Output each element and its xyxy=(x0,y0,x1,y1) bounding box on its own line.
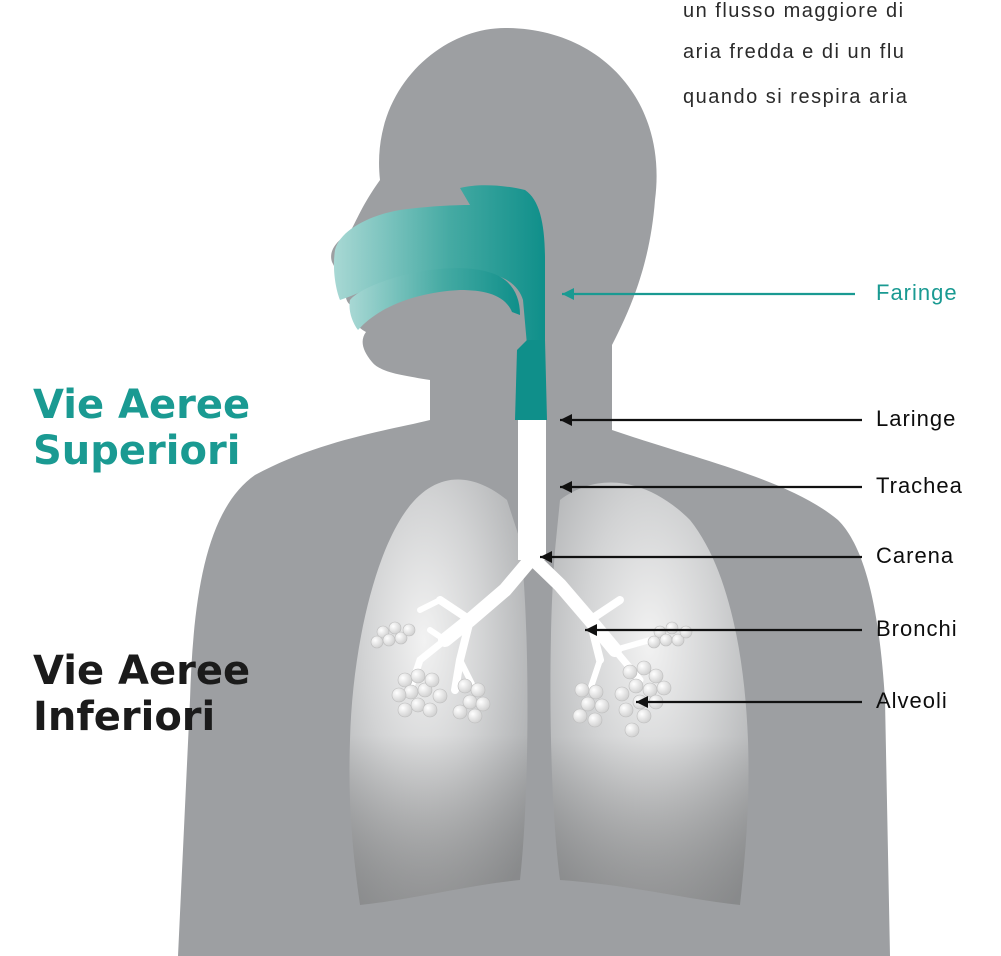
pharynx xyxy=(515,340,547,420)
intro-line-1: un flusso maggiore di xyxy=(683,0,905,23)
label-faringe: Faringe xyxy=(876,280,958,306)
label-carena: Carena xyxy=(876,543,954,569)
lower-airways-line-2: Inferiori xyxy=(33,694,250,740)
label-trachea: Trachea xyxy=(876,473,963,499)
lower-airways-line-1: Vie Aeree xyxy=(33,648,250,694)
upper-airways-line-2: Superiori xyxy=(33,428,250,474)
lower-airways-label: Vie Aeree Inferiori xyxy=(33,648,250,740)
intro-line-2: aria fredda e di un flu xyxy=(683,41,905,64)
upper-airways-label: Vie Aeree Superiori xyxy=(33,382,250,474)
trachea-tube xyxy=(518,420,546,560)
label-bronchi: Bronchi xyxy=(876,616,958,642)
label-alveoli: Alveoli xyxy=(876,688,948,714)
intro-line-3: quando si respira aria xyxy=(683,86,908,109)
label-laringe: Laringe xyxy=(876,406,956,432)
upper-airways-line-1: Vie Aeree xyxy=(33,382,250,428)
